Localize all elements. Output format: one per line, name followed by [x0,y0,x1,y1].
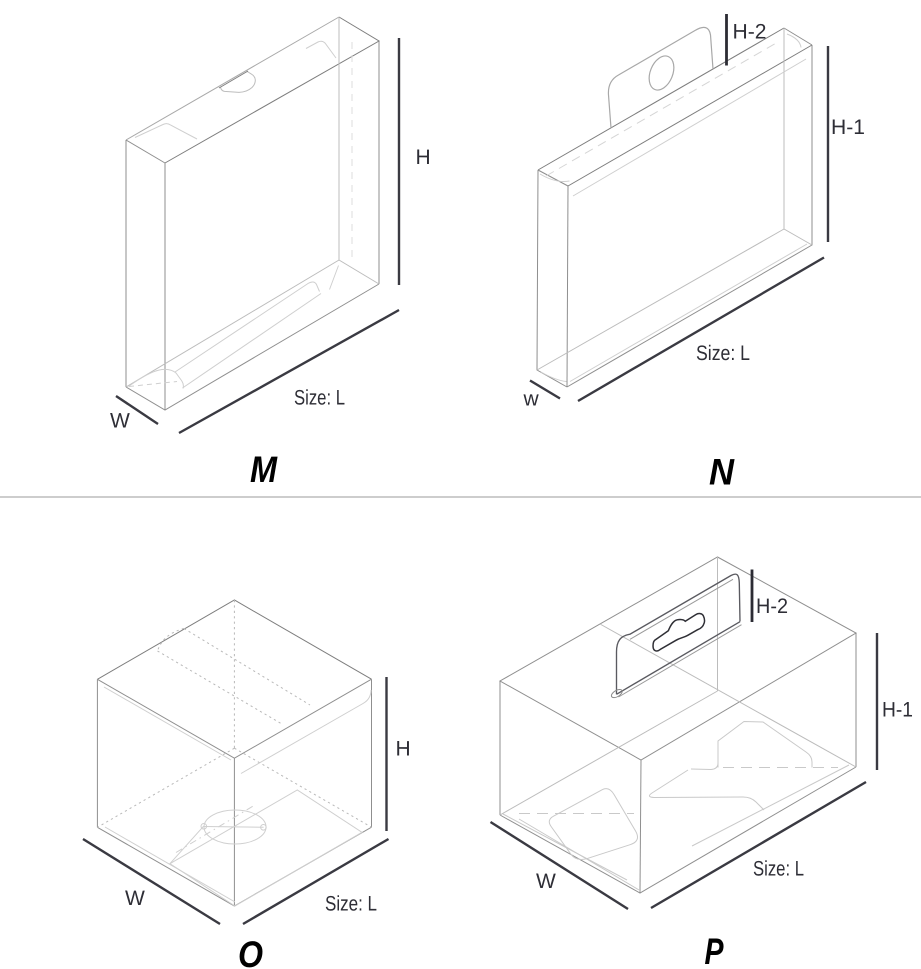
svg-text:W: W [110,409,130,432]
svg-text:W: W [536,870,556,893]
svg-text:H-1: H-1 [882,698,913,721]
svg-text:w: w [522,387,539,410]
svg-text:H-2: H-2 [756,595,788,618]
svg-text:P: P [704,931,723,969]
svg-text:Size: L: Size: L [753,857,804,880]
svg-text:H: H [395,737,410,760]
svg-text:M: M [250,449,278,490]
svg-text:H-2: H-2 [732,20,766,43]
svg-text:Size: L: Size: L [696,342,750,365]
svg-text:Size: L: Size: L [294,386,345,409]
svg-text:Size: L: Size: L [325,892,377,915]
svg-text:O: O [238,934,263,969]
svg-text:N: N [709,451,735,492]
svg-text:W: W [125,887,145,910]
svg-text:H-1: H-1 [831,116,865,139]
svg-text:H: H [415,146,430,169]
